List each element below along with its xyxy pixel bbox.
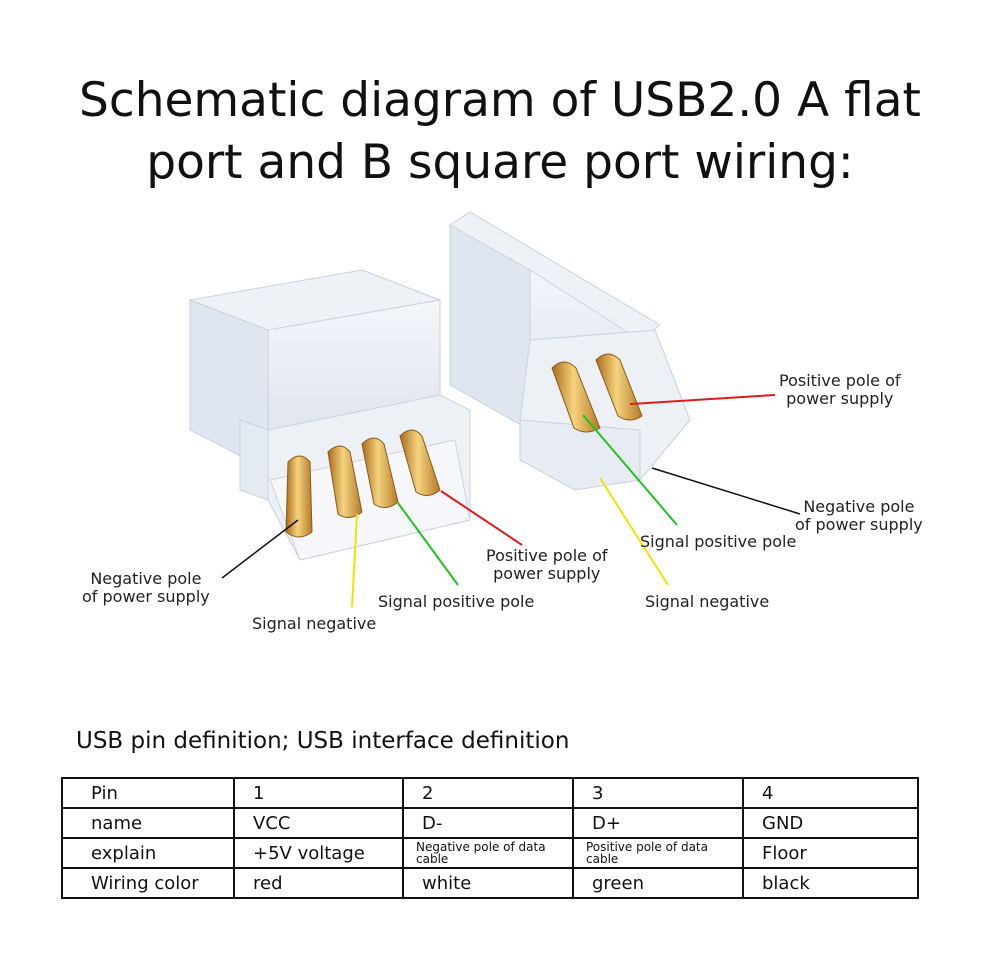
b-label-negative-power: Negative pole of power supply xyxy=(795,497,923,534)
table-title: USB pin definition; USB interface defini… xyxy=(76,728,570,754)
table-cell: 1 xyxy=(233,777,404,809)
table-cell: D+ xyxy=(572,807,744,839)
title-line-1: Schematic diagram of USB2.0 A flat xyxy=(79,73,921,128)
table-cell: Wiring color xyxy=(61,867,235,899)
usb-b-plug xyxy=(449,211,691,491)
table-cell: red xyxy=(233,867,404,899)
table-cell: 4 xyxy=(742,777,919,809)
table-row-name: name VCC D- D+ GND xyxy=(61,807,919,839)
b-leader-signal-negative xyxy=(599,477,669,586)
a-label-signal-negative: Signal negative xyxy=(252,614,377,633)
a-leader-signal-positive xyxy=(397,502,459,586)
pin-definition-table: Pin 1 2 3 4 name VCC D- D+ GND explain +… xyxy=(61,777,919,899)
usb-a-pin-1 xyxy=(285,455,313,538)
b-leader-positive-power xyxy=(629,394,776,405)
table-row-explain: explain +5V voltage Negative pole of dat… xyxy=(61,837,919,869)
a-leader-negative-power xyxy=(221,519,299,579)
a-label-positive-power: Positive pole of power supply xyxy=(486,546,608,583)
a-label-signal-positive: Signal positive pole xyxy=(378,592,535,611)
table-cell: explain xyxy=(61,837,235,869)
table-cell: green xyxy=(572,867,744,899)
a-leader-signal-negative xyxy=(351,513,358,608)
table-cell: Pin xyxy=(61,777,235,809)
table-cell: D- xyxy=(402,807,574,839)
table-cell: +5V voltage xyxy=(233,837,404,869)
table-cell: black xyxy=(742,867,919,899)
b-label-positive-power: Positive pole of power supply xyxy=(779,371,901,408)
title-line-2: port and B square port wiring: xyxy=(146,135,854,190)
b-leader-negative-power xyxy=(651,467,801,515)
table-cell: white xyxy=(402,867,574,899)
usb-a-pin-2 xyxy=(327,445,363,518)
usb-b-pin-left xyxy=(551,361,601,433)
b-leader-signal-positive xyxy=(582,414,678,526)
usb-a-plug xyxy=(188,269,471,561)
table-cell: Floor xyxy=(742,837,919,869)
connector-illustration xyxy=(188,211,801,608)
table-cell: Negative pole of data cable xyxy=(402,837,574,869)
table-cell: 2 xyxy=(402,777,574,809)
table-cell: VCC xyxy=(233,807,404,839)
table-row-wiring-color: Wiring color red white green black xyxy=(61,867,919,899)
table-row-pin: Pin 1 2 3 4 xyxy=(61,777,919,809)
usb-a-pin-3 xyxy=(361,437,399,508)
a-label-negative-power: Negative pole of power supply xyxy=(82,569,210,606)
table-cell: name xyxy=(61,807,235,839)
table-cell: Positive pole of data cable xyxy=(572,837,744,869)
diagram-title: Schematic diagram of USB2.0 A flat port … xyxy=(0,70,1000,194)
table-cell: GND xyxy=(742,807,919,839)
a-leader-positive-power xyxy=(440,490,523,546)
table-cell: 3 xyxy=(572,777,744,809)
b-label-signal-positive: Signal positive pole xyxy=(640,532,797,551)
usb-a-pin-4 xyxy=(399,429,441,496)
b-label-signal-negative: Signal negative xyxy=(645,592,770,611)
